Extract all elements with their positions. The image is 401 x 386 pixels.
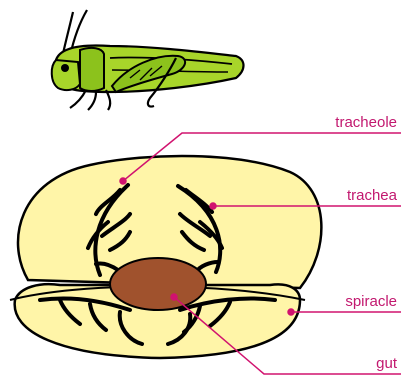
- body-cross-section: [10, 156, 321, 358]
- label-spiracle: spiracle: [345, 293, 397, 310]
- label-tracheole: tracheole: [335, 114, 397, 131]
- grasshopper-icon: [52, 10, 244, 110]
- label-trachea: trachea: [347, 187, 398, 204]
- label-gut: gut: [376, 355, 398, 372]
- gut-shape: [110, 258, 206, 310]
